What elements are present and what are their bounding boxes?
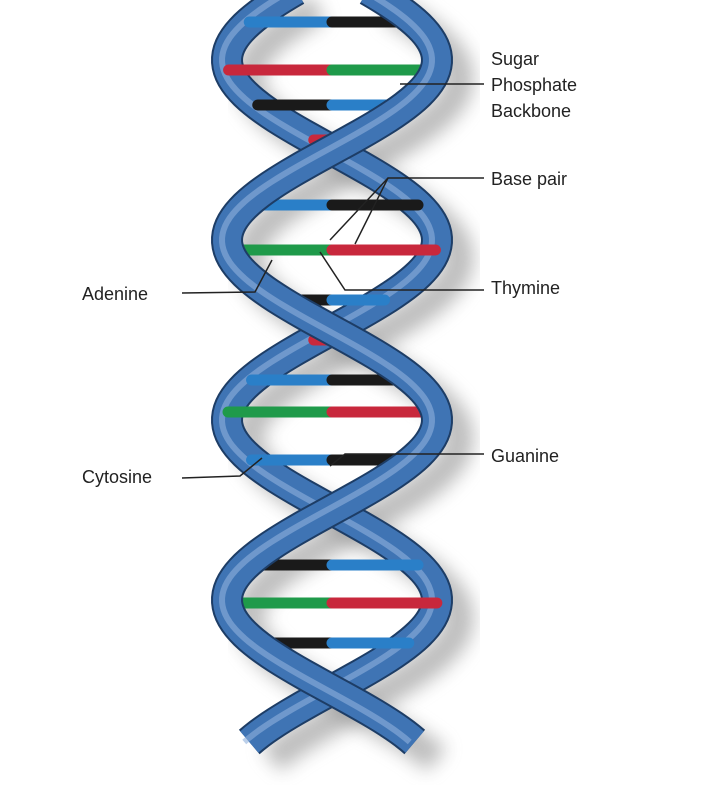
label-base-pair: Base pair — [491, 169, 568, 189]
leader-cytosine — [181, 457, 263, 479]
label-sugar-phosphate-backbone: Sugar Phosphate Backbone — [491, 46, 577, 124]
label-line: Sugar — [491, 49, 540, 69]
label-adenine: Adenine — [82, 284, 149, 304]
strand-highlight — [219, 0, 435, 745]
label-thymine: Thymine — [491, 278, 561, 298]
leader-lines — [181, 83, 484, 479]
leader-guanine — [329, 453, 484, 467]
leader-base-pair-2 — [354, 177, 389, 245]
leader-adenine — [181, 259, 273, 294]
label-cytosine: Cytosine — [82, 467, 153, 487]
strand-highlight — [219, 0, 435, 745]
label-line: Phosphate — [491, 75, 578, 95]
label-guanine: Guanine — [491, 446, 560, 466]
backbone-strand-front — [211, 0, 453, 755]
leader-thymine — [319, 251, 484, 291]
label-line: Backbone — [491, 101, 572, 121]
backbone-strand-back — [211, 0, 453, 755]
